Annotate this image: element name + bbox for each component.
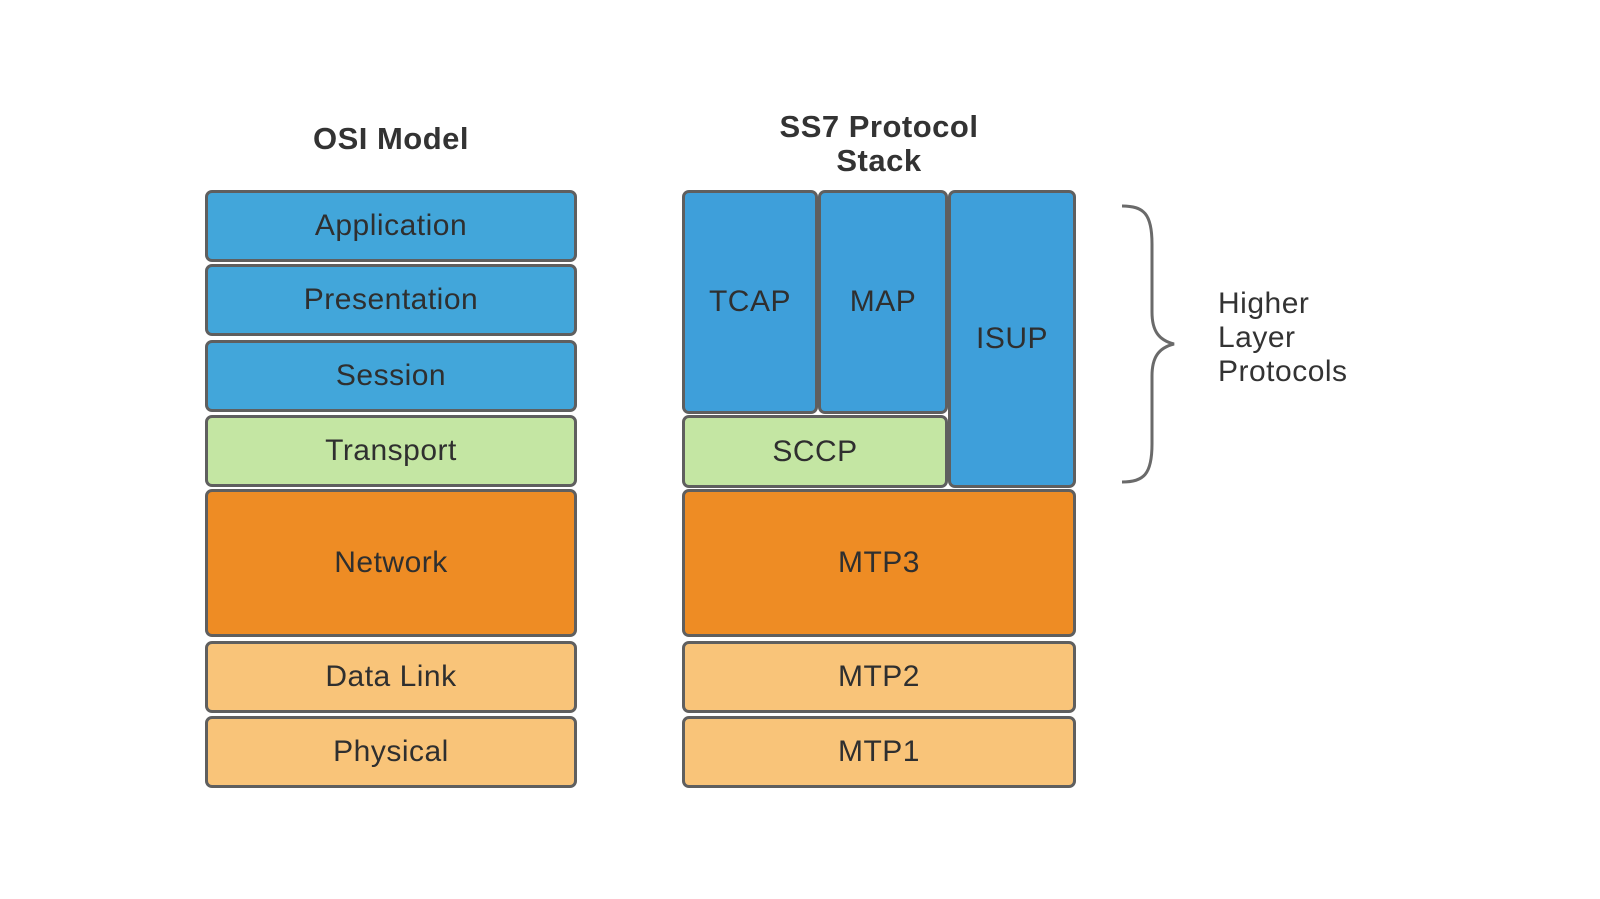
ss7-mtp2-block: MTP2 [682,641,1076,713]
ss7-title-line2: Stack [836,143,922,178]
annotation-line1: Higher [1218,287,1310,320]
ss7-title-line1: SS7 Protocol [779,109,979,144]
ss7-sccp-block: SCCP [682,415,948,488]
osi-layer-application: Application [205,190,577,262]
curly-brace-icon [1121,204,1175,484]
ss7-stack-title: SS7 Protocol Stack [682,110,1076,178]
osi-layer-physical: Physical [205,716,577,788]
osi-layer-data-link: Data Link [205,641,577,713]
osi-layer-network: Network [205,489,577,637]
ss7-mtp3-block: MTP3 [682,489,1076,637]
osi-layer-presentation: Presentation [205,264,577,336]
annotation-line2: Layer [1218,321,1296,354]
ss7-isup-block: ISUP [948,190,1076,488]
ss7-mtp1-block: MTP1 [682,716,1076,788]
ss7-map-block: MAP [818,190,948,414]
higher-layer-protocols-label: Higher Layer Protocols [1218,287,1348,389]
osi-layer-session: Session [205,340,577,412]
annotation-line3: Protocols [1218,355,1348,388]
osi-model-title: OSI Model [312,121,470,156]
ss7-tcap-block: TCAP [682,190,818,414]
osi-layer-transport: Transport [205,415,577,487]
